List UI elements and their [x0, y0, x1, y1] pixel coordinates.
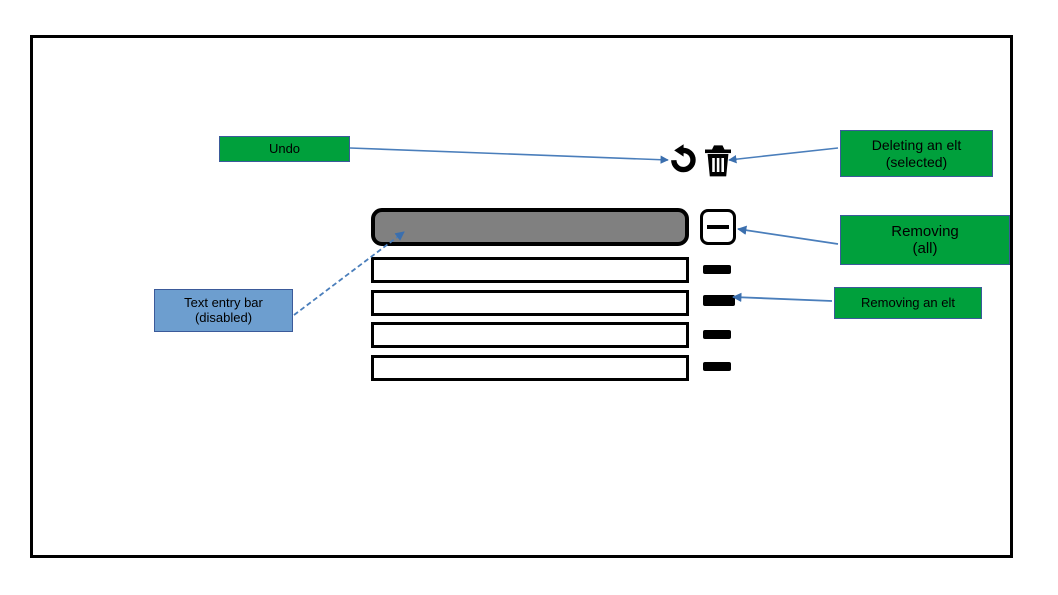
- annotation-removing-all: Removing (all): [840, 215, 1010, 265]
- row-remove-handle[interactable]: [703, 330, 731, 339]
- trash-icon[interactable]: [703, 142, 733, 178]
- minus-icon: [707, 225, 729, 229]
- text-entry-bar[interactable]: [371, 208, 689, 246]
- annotation-deleting-an-elt: Deleting an elt (selected): [840, 130, 993, 177]
- list-row[interactable]: [371, 257, 689, 283]
- list-row[interactable]: [371, 290, 689, 316]
- annotation-text-entry-bar: Text entry bar (disabled): [154, 289, 293, 332]
- row-remove-handle[interactable]: [703, 265, 731, 274]
- annotation-undo: Undo: [219, 136, 350, 162]
- row-remove-handle[interactable]: [703, 362, 731, 371]
- annotation-removing-an-elt: Removing an elt: [834, 287, 982, 319]
- remove-all-button[interactable]: [700, 209, 736, 245]
- list-row[interactable]: [371, 322, 689, 348]
- undo-arrow-icon[interactable]: [666, 143, 700, 177]
- row-remove-handle[interactable]: [703, 295, 735, 306]
- list-row[interactable]: [371, 355, 689, 381]
